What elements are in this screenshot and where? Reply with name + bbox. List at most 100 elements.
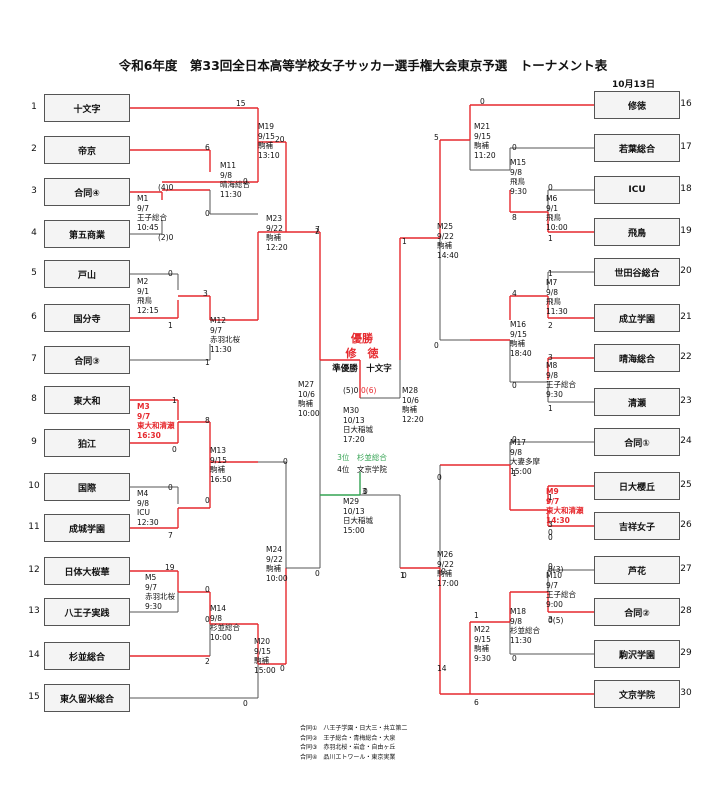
match-info-line: 9/1 <box>137 286 150 296</box>
match-info-line: 駒補 <box>402 405 417 414</box>
legend-item: 合同② 王子総合・青梅総合・大泉 <box>300 734 396 742</box>
score: 3 <box>548 520 553 529</box>
team-seed-number: 25 <box>680 480 692 490</box>
match-info-line: 10:00 <box>546 222 568 232</box>
team-box: 飛鳥 <box>594 218 680 246</box>
match-info-line: 王子総合 <box>546 380 576 389</box>
match-info-line: M19 <box>258 122 275 131</box>
team-seed-number: 19 <box>680 226 692 236</box>
match-info-line: 9:30 <box>546 389 563 399</box>
match-info-line: M20 <box>254 637 271 646</box>
match-info-line: 12:30 <box>137 517 159 527</box>
team-box: 国際 <box>44 473 130 501</box>
match-info-line: 11:30 <box>510 635 532 645</box>
score: 0 <box>548 533 553 542</box>
match-info-line: 9/8 <box>510 616 523 626</box>
team-seed-number: 16 <box>680 99 692 109</box>
score: 2 <box>315 227 320 236</box>
score: 0 <box>434 341 439 350</box>
match-info-line: M11 <box>220 161 237 170</box>
match-info-line: 駒補 <box>254 656 269 665</box>
score: 1 <box>474 611 479 620</box>
match-info-line: 16:50 <box>210 474 232 484</box>
match-info-line: 9/8 <box>546 370 559 380</box>
match-info-line: 9:00 <box>546 599 563 609</box>
team-seed-number: 9 <box>31 437 37 447</box>
match-info-line: 11:30 <box>220 189 242 199</box>
score: 6 <box>205 143 210 152</box>
score: 3 <box>203 289 208 298</box>
score: 19 <box>165 563 175 572</box>
team-seed-number: 4 <box>31 228 37 238</box>
team-seed-number: 29 <box>680 648 692 658</box>
match-info-line: 17:00 <box>437 578 459 588</box>
team-box: 駒沢学園 <box>594 640 680 668</box>
team-seed-number: 24 <box>680 436 692 446</box>
match-info-line: 日大稲城 <box>343 425 373 434</box>
score: 0(3) <box>548 565 564 574</box>
team-box: 国分寺 <box>44 304 130 332</box>
match-info-line: 9/8 <box>510 447 523 457</box>
team-box: 帝京 <box>44 136 130 164</box>
score: 0 <box>243 699 248 708</box>
score: 0 <box>283 457 288 466</box>
score: 0 <box>243 177 248 186</box>
score: 7 <box>315 225 320 234</box>
match-info-line: 9/15 <box>210 455 227 465</box>
team-box: ICU <box>594 176 680 204</box>
score: 4 <box>512 289 517 298</box>
team-seed-number: 20 <box>680 266 692 276</box>
team-seed-number: 10 <box>28 481 40 491</box>
match-info-line: 飛鳥 <box>137 296 152 305</box>
match-info-line: 15:00 <box>510 466 532 476</box>
match-info-line: 駒補 <box>474 141 489 150</box>
match-info-line: 11:30 <box>210 344 232 354</box>
team-seed-number: 15 <box>28 692 40 702</box>
score: 0 <box>437 473 442 482</box>
match-info-line: 東大和清瀬 <box>137 421 175 430</box>
match-info-line: 9/22 <box>437 559 454 569</box>
team-seed-number: 23 <box>680 396 692 406</box>
score: 0 <box>512 654 517 663</box>
score: 0 <box>480 97 485 106</box>
team-box: 芦花 <box>594 556 680 584</box>
joint-team-legend: 合同① 八王子学園・日大三・共立第二 合同② 王子総合・青梅総合・大泉 合同③ … <box>300 724 407 762</box>
match-info-line: 王子総合 <box>546 590 576 599</box>
score: 3 <box>362 487 367 496</box>
score: 0 <box>172 445 177 454</box>
match-info-line: 9/7 <box>145 582 158 592</box>
score: 0 <box>548 528 553 537</box>
match-info-line: M17 <box>510 438 527 447</box>
team-box: 日体大桜華 <box>44 557 130 585</box>
match-info-line: 15:00 <box>343 525 365 535</box>
match-info-line: 10/13 <box>343 415 365 425</box>
score: 3 <box>548 615 553 624</box>
team-seed-number: 12 <box>28 565 40 575</box>
score: 1 <box>512 469 517 478</box>
match-info-line: ICU <box>137 508 150 517</box>
champion-name: 修 徳 <box>345 347 379 360</box>
team-seed-number: 18 <box>680 184 692 194</box>
team-box: 東久留米総合 <box>44 684 130 712</box>
team-seed-number: 14 <box>28 650 40 660</box>
team-box: 狛江 <box>44 429 130 457</box>
match-info-line: 10:45 <box>137 222 159 232</box>
score: 6 <box>474 698 479 707</box>
match-info-line: M4 <box>137 489 149 498</box>
match-info-line: M18 <box>510 607 527 616</box>
match-info-line: 12:20 <box>402 414 424 424</box>
page-title: 令和6年度 第33回全日本高等学校女子サッカー選手権大会東京予選 トーナメント表 <box>118 58 608 73</box>
match-info-line: M25 <box>437 222 454 231</box>
match-info-line: 9/15 <box>474 634 491 644</box>
score: 1 <box>205 358 210 367</box>
